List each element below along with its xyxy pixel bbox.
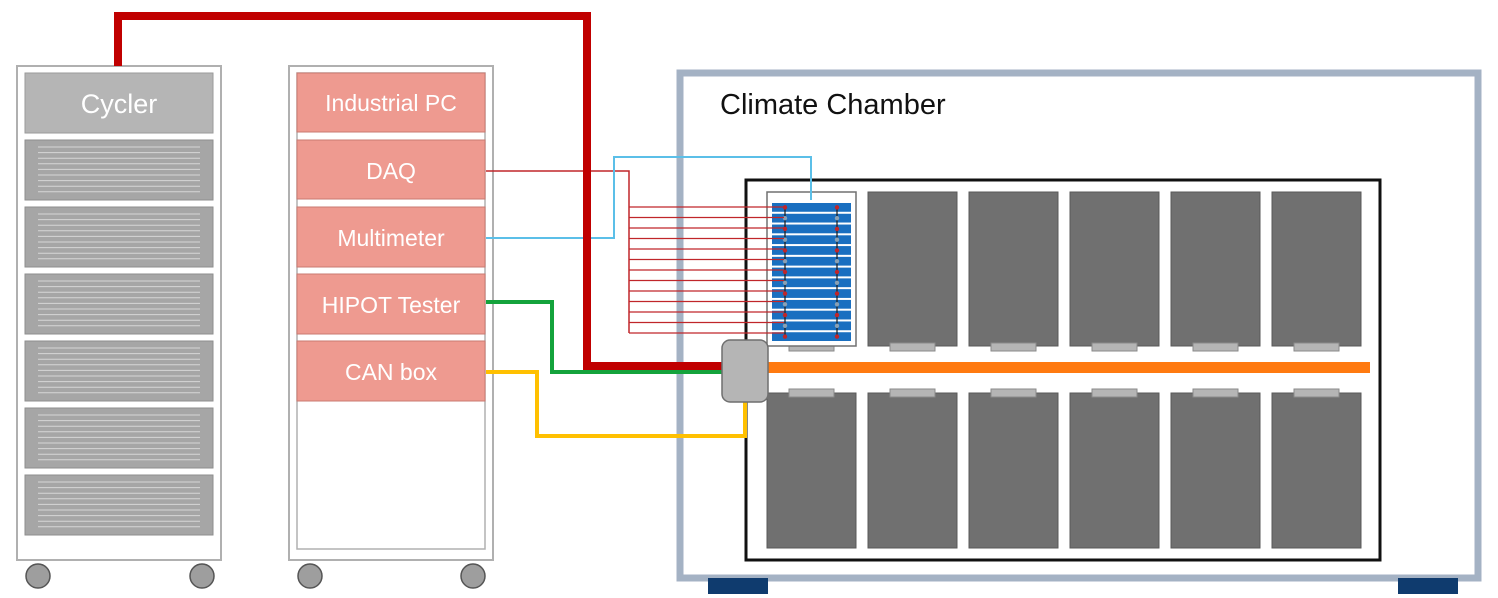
rack-module-label: CAN box [345, 359, 438, 385]
cycler-rack: Cycler [16, 65, 222, 589]
probe-point [834, 226, 840, 232]
chamber-foot-left [708, 578, 768, 594]
cycler-wheel-right [189, 563, 215, 589]
chamber-foot-right [1398, 578, 1458, 594]
cycler-drawer [24, 273, 214, 335]
probe-point [834, 269, 840, 275]
probe-point [782, 323, 788, 329]
cell-stripe [772, 246, 851, 255]
cell-stripe [772, 278, 851, 288]
cycler-header [24, 72, 214, 134]
battery-module [867, 191, 958, 347]
rack-module-label: Multimeter [337, 225, 445, 251]
rack-module-label: Industrial PC [325, 90, 457, 116]
cycler-wheel-left [25, 563, 51, 589]
instrument-rack-wheel-left [297, 563, 323, 589]
cell-stripe [772, 289, 851, 298]
cell-stripe [772, 235, 851, 245]
probe-point [834, 280, 840, 285]
chamber-label: Climate Chamber [720, 89, 946, 121]
daq-trunk-wire [486, 170, 630, 333]
module-terminal [1293, 342, 1340, 352]
feedthrough-connector-box [721, 339, 769, 403]
rack-module-multimeter [296, 206, 486, 268]
probe-point [834, 334, 840, 339]
daq-sense-wires [486, 170, 784, 334]
probe-point [834, 248, 840, 253]
hipot-wire [486, 300, 722, 374]
cycler-label: Cycler [81, 89, 158, 119]
battery-module [1271, 191, 1362, 347]
cycler-drawer [24, 340, 214, 402]
module-terminal [1091, 342, 1138, 352]
cycler-drawer [24, 407, 214, 469]
probe-point [782, 269, 788, 275]
cell-stripe [772, 203, 851, 212]
rack-module-label: DAQ [366, 158, 416, 184]
busbar [710, 362, 1370, 373]
battery-module [766, 392, 857, 549]
probe-point [782, 280, 788, 285]
battery-module [1170, 191, 1261, 347]
rack-module-label: HIPOT Tester [322, 292, 461, 318]
cycler-drawers [24, 139, 214, 536]
can-wire [486, 370, 747, 438]
rack-module-industrial-pc [296, 72, 486, 133]
probe-point [782, 291, 788, 296]
module-terminal [788, 388, 835, 398]
cell-stripe [772, 256, 851, 266]
probe-point [834, 291, 840, 296]
battery-module [1069, 392, 1160, 549]
cell-stripe [772, 224, 851, 234]
multimeter-wire [486, 156, 812, 239]
battery-module [968, 191, 1059, 347]
cell-stripes [772, 203, 851, 341]
instrument-rack: Industrial PC DAQ Multimeter HIPOT Teste… [288, 65, 494, 589]
module-terminal [990, 342, 1037, 352]
module-terminal [889, 342, 936, 352]
instrument-rack-wheel-right [460, 563, 486, 589]
rack-module-daq [296, 139, 486, 200]
probe-point [834, 312, 840, 318]
battery-module [1069, 191, 1160, 347]
battery-modules [766, 191, 1362, 549]
probe-point [834, 205, 840, 210]
battery-module [968, 392, 1059, 549]
cell-stripe [772, 299, 851, 309]
module-terminal [1192, 342, 1239, 352]
cell-stripe [772, 213, 851, 223]
cycler-drawer [24, 139, 214, 201]
battery-module [1271, 392, 1362, 549]
cell-stripe [772, 310, 851, 320]
cycler-drawer [24, 474, 214, 536]
module-terminal [889, 388, 936, 398]
probe-point [834, 259, 840, 264]
probe-point [834, 323, 840, 329]
cell-stripe [772, 321, 851, 331]
probe-point [782, 302, 788, 307]
probe-point [782, 205, 788, 210]
cell-stripe [772, 332, 851, 341]
module-terminal [990, 388, 1037, 398]
probe-point [834, 237, 840, 242]
module-terminal [1192, 388, 1239, 398]
probe-point [834, 302, 840, 307]
rack-module-can-box [296, 340, 486, 402]
probe-point [782, 312, 788, 318]
probe-point [834, 215, 840, 221]
module-terminal [1091, 388, 1138, 398]
rack-module-hipot-tester [296, 273, 486, 335]
probe-point [782, 334, 788, 339]
battery-module [867, 392, 958, 549]
module-terminal [1293, 388, 1340, 398]
battery-module [1170, 392, 1261, 549]
cycler-drawer [24, 206, 214, 268]
power-cable [114, 12, 722, 370]
probe-point [782, 215, 788, 221]
cell-stripe [772, 267, 851, 277]
